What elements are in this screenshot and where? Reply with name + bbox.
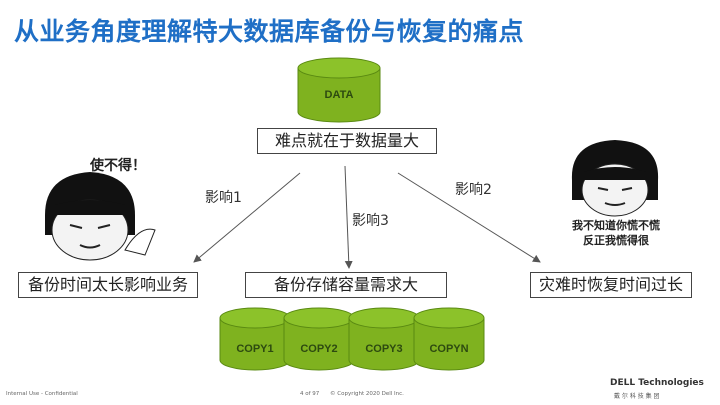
meme-face-left-image (45, 172, 156, 261)
copy-cylinders: COPY1 COPY2 COPY3 COPYN (219, 307, 485, 371)
arrow-impact-2 (397, 172, 541, 263)
copy-cylinder-label: COPY3 (365, 343, 402, 355)
meme-right-caption: 我不知道你慌不慌 反正我慌得很 (556, 218, 676, 248)
footer-classification: Internal Use - Confidential (6, 391, 78, 397)
meme-face-right-image (571, 140, 659, 217)
dell-brand-cn: 戴 尔 科 技 集 团 (614, 393, 660, 400)
outcome-recovery-box: 灾难时恢复时间过长 (530, 272, 692, 298)
copy-cylinder: COPY3 (348, 307, 420, 371)
data-cylinder-label: DATA (325, 89, 354, 101)
impact-3-label: 影响3 (352, 213, 389, 229)
copy-cylinder-label: COPY2 (300, 343, 337, 355)
meme-left-caption: 使不得！ (90, 158, 146, 174)
meme-right-caption-line-1: 我不知道你慌不慌 (572, 219, 660, 232)
footer-page-number: 4 of 97 (300, 391, 320, 397)
copy-cylinder: COPY2 (283, 307, 355, 371)
dell-technologies-logo: DELL Technologies (610, 378, 704, 388)
impact-2-label: 影响2 (455, 182, 492, 198)
copy-cylinder: COPYN (413, 307, 485, 371)
copy-cylinder: COPY1 (219, 307, 291, 371)
copy-cylinder-label: COPY1 (236, 343, 273, 355)
central-problem-box: 难点就在于数据量大 (257, 128, 437, 154)
footer-copyright: © Copyright 2020 Dell Inc. (330, 391, 404, 397)
meme-right-caption-line-2: 反正我慌得很 (583, 234, 649, 247)
slide-title: 从业务角度理解特大数据库备份与恢复的痛点 (14, 17, 525, 46)
data-cylinder: DATA (297, 57, 381, 123)
arrow-impact-3 (344, 165, 353, 269)
arrow-impact-1 (193, 172, 301, 263)
outcome-backup-time-box: 备份时间太长影响业务 (18, 272, 198, 298)
outcome-storage-box: 备份存储容量需求大 (245, 272, 447, 298)
copy-cylinder-label: COPYN (429, 343, 468, 355)
impact-1-label: 影响1 (205, 190, 242, 206)
